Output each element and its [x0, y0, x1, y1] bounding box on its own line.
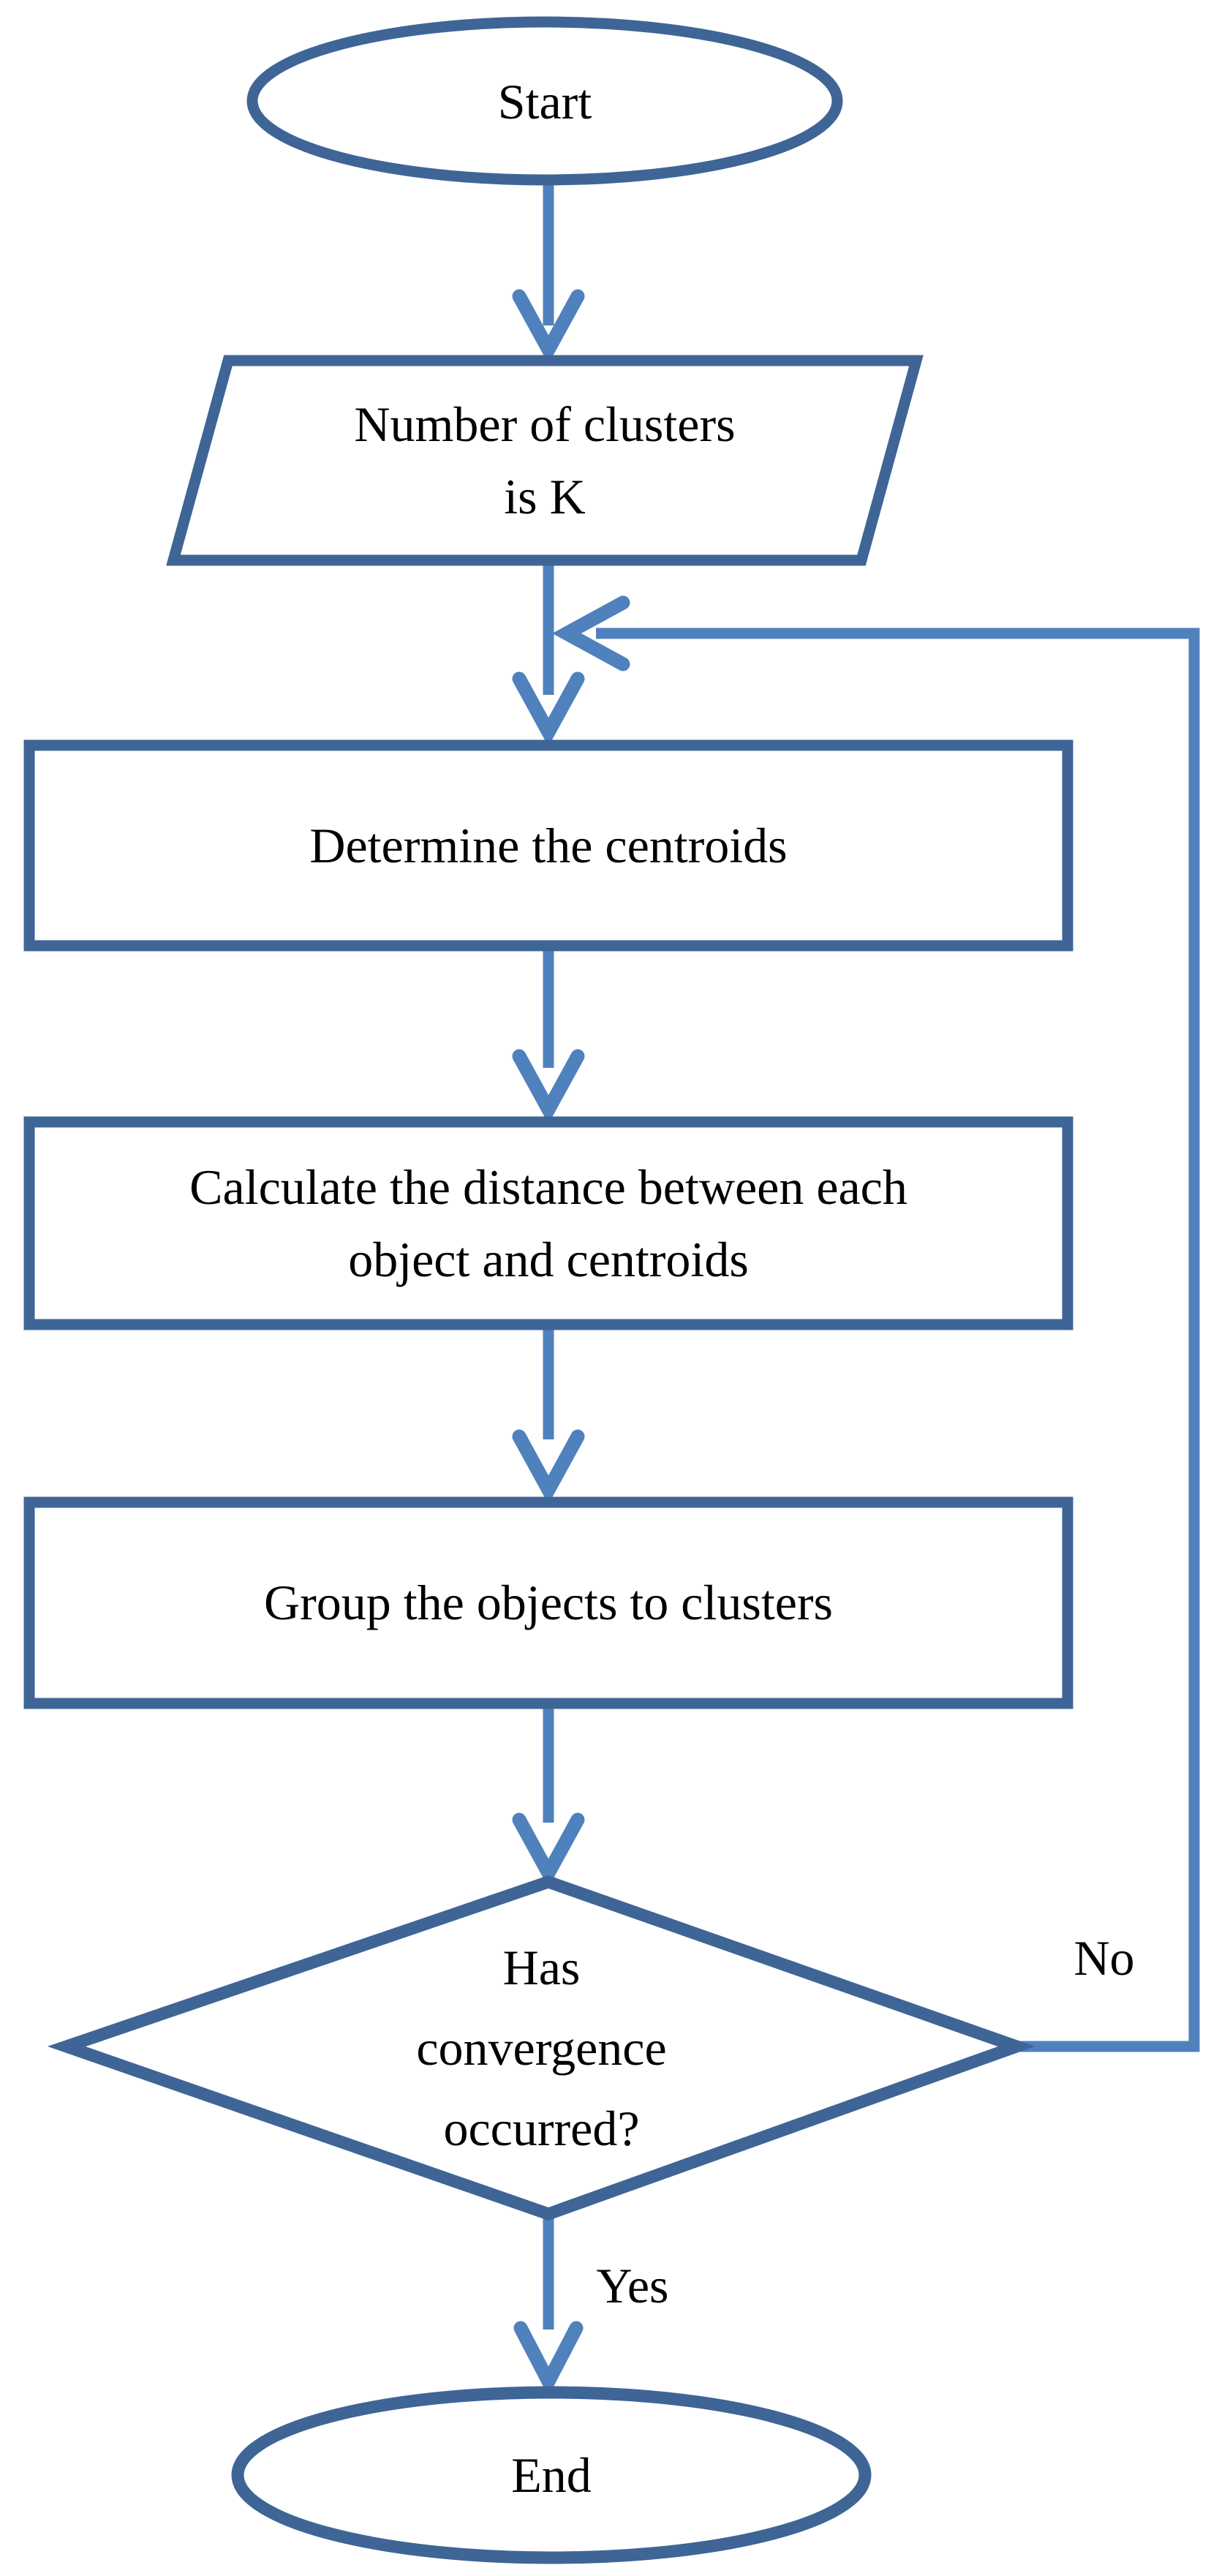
- node-group-objects-box: [23, 1496, 1073, 1709]
- connector-input-to-determine: [512, 560, 585, 747]
- node-input-parallelogram: [166, 355, 924, 566]
- no-loop-arrowhead-left-icon: [552, 595, 630, 671]
- connector-determine-to-calculate: [512, 946, 585, 1124]
- no-edge-label: No: [1073, 1930, 1135, 1986]
- node-convergence-diamond: [47, 1875, 1035, 2221]
- group-objects-label: Group the objects to clusters: [263, 1575, 834, 1631]
- node-determine-centroids-box: [23, 739, 1073, 952]
- connector-group-to-decision: [512, 1703, 585, 1888]
- arrowhead-down-icon: [512, 1429, 585, 1504]
- end-label: End: [511, 2447, 592, 2503]
- arrowhead-down-icon: [513, 2321, 584, 2397]
- node-calculate-distance-box: [23, 1116, 1073, 1330]
- connector-start-to-input: [512, 183, 585, 364]
- connector-calculate-to-group: [512, 1325, 585, 1504]
- yes-edge-label: Yes: [596, 2257, 669, 2313]
- node-start-terminator: [246, 16, 843, 186]
- determine-centroids-label: Determine the centroids: [309, 817, 788, 873]
- convergence-decision-label: Has convergence occurred?: [416, 1939, 667, 2157]
- number-of-clusters-label: Number of clusters is K: [354, 396, 736, 524]
- arrowhead-down-icon: [512, 1812, 585, 1888]
- arrowhead-down-icon: [512, 289, 585, 364]
- arrowhead-down-icon: [512, 671, 585, 747]
- no-loop-line: [596, 628, 1200, 2052]
- start-label: Start: [497, 73, 592, 129]
- node-end-terminator: [231, 2386, 872, 2564]
- connector-no-loop: [552, 595, 1200, 2052]
- arrowhead-down-icon: [512, 1049, 585, 1124]
- calculate-distance-label: Calculate the distance between each obje…: [189, 1159, 907, 1287]
- connector-yes-to-end: [513, 2214, 584, 2397]
